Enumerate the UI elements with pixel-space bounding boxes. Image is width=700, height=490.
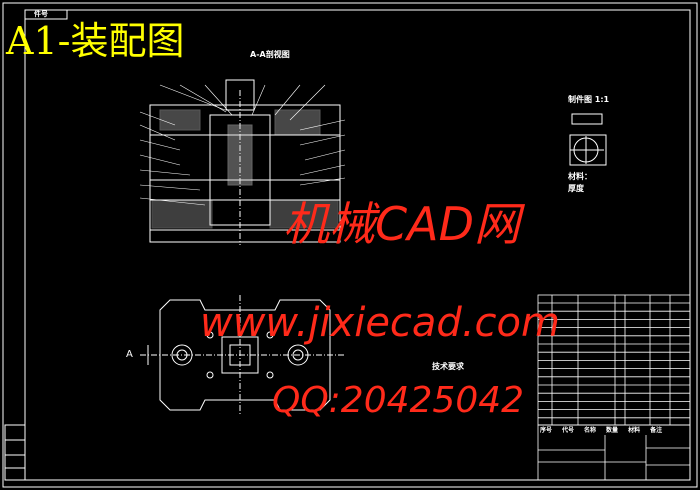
watermark-url: www.jixiecad.com (200, 300, 560, 346)
bom-col-code: 代号 (562, 427, 575, 434)
bom-header: 序号 代号 名称 数量 材料 备注 (540, 427, 662, 435)
inner-frame (24, 9, 691, 481)
plan-view (140, 295, 345, 415)
part-material: 材料： (568, 172, 592, 181)
watermark-site-name: 机械CAD网 (283, 197, 521, 251)
watermark-qq: QQ:20425042 (272, 380, 525, 421)
bom-col-name: 名称 (584, 427, 597, 434)
part-view (569, 113, 607, 166)
corner-tag: 件号 (34, 10, 48, 18)
bom-col-no: 序号 (540, 427, 553, 434)
section-marker: A (126, 349, 133, 360)
tech-req-title: 技术要求 (432, 362, 464, 371)
corner-tag-box (24, 9, 68, 20)
bom-table (537, 294, 691, 481)
section-title: A-A剖视图 (250, 50, 290, 59)
bom-col-material: 材料 (628, 427, 641, 434)
bom-col-note: 备注 (650, 427, 663, 434)
section-view (139, 79, 346, 245)
bom-col-qty: 数量 (606, 427, 619, 434)
part-thickness: 厚度 (568, 184, 584, 193)
part-view-title: 制件图 1:1 (568, 95, 610, 104)
drawing-title: A1-装配图 (6, 19, 185, 63)
